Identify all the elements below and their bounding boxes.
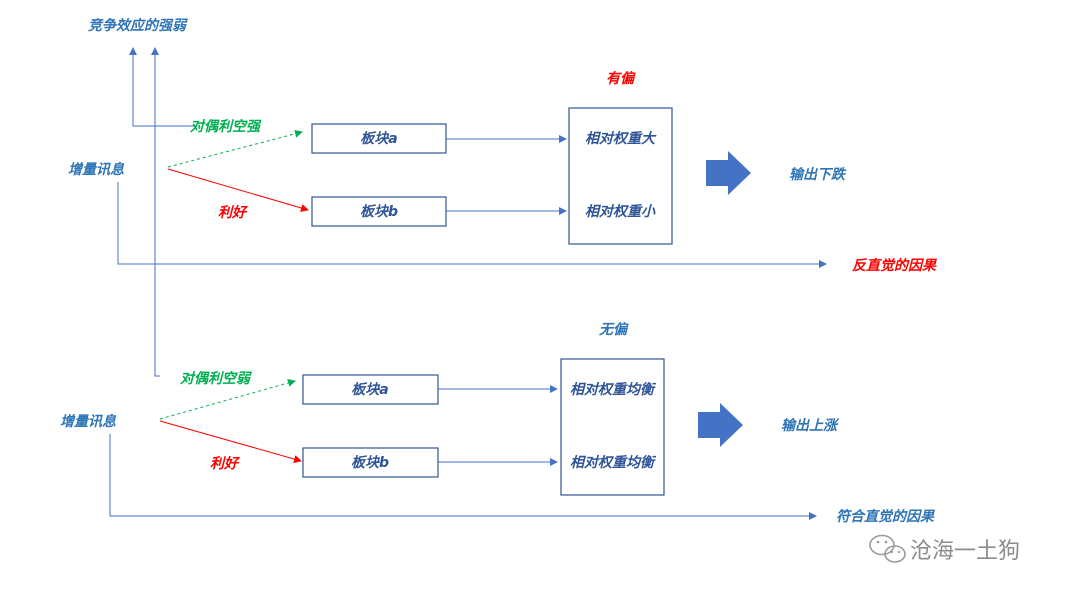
- upper-causal-arrow: [117, 182, 827, 268]
- upper-green-arrow: [167, 129, 303, 168]
- lower-branch-red-label: 利好: [210, 455, 240, 472]
- upper-causal-label: 反直觉的因果: [852, 257, 938, 274]
- lower-box-b-label: 板块b: [351, 454, 389, 471]
- upper-source-label: 增量讯息: [68, 161, 125, 178]
- lower-output-arrow-icon: [698, 403, 743, 447]
- lower-source-label: 增量讯息: [60, 413, 117, 430]
- lower-green-arrow: [159, 379, 296, 420]
- upper-box-b: [311, 196, 447, 227]
- upper-feedback-arrow: [129, 47, 197, 127]
- lower-weight-box: [560, 358, 665, 496]
- lower-box-b: [302, 447, 439, 478]
- upper-output-arrow-icon: [706, 151, 751, 195]
- lower-weight-bottom: 相对权重均衡: [570, 454, 657, 471]
- upper-box-a: [311, 123, 447, 154]
- upper-branch-green-label: 对偶利空强: [190, 118, 262, 135]
- lower-output-label: 输出上涨: [781, 417, 840, 434]
- upper-weight-box: [568, 107, 673, 245]
- upper-output-label: 输出下跌: [789, 166, 847, 183]
- lower-causal-label: 符合直觉的因果: [836, 508, 936, 525]
- lower-causal-arrow: [109, 434, 817, 520]
- upper-box-a-label: 板块a: [360, 130, 397, 147]
- upper-group-title: 有偏: [606, 70, 636, 87]
- lower-weight-top: 相对权重均衡: [570, 381, 657, 398]
- watermark-text: 沧海一土狗: [910, 539, 1020, 564]
- upper-weight-bottom: 相对权重小: [585, 203, 656, 220]
- lower-box-a-label: 板块a: [351, 381, 388, 398]
- competition-effect-label: 竞争效应的强弱: [88, 17, 188, 34]
- lower-red-arrow: [159, 420, 302, 463]
- lower-group-title: 无偏: [598, 321, 629, 338]
- lower-box-a: [302, 374, 439, 405]
- upper-weight-top: 相对权重大: [585, 130, 657, 147]
- wechat-icon: [869, 534, 906, 563]
- lower-feedback-arrow: [151, 47, 160, 377]
- upper-box-b-label: 板块b: [360, 203, 398, 220]
- upper-branch-red-label: 利好: [218, 204, 248, 221]
- lower-branch-green-label: 对偶利空弱: [180, 370, 252, 387]
- upper-red-arrow: [167, 168, 309, 212]
